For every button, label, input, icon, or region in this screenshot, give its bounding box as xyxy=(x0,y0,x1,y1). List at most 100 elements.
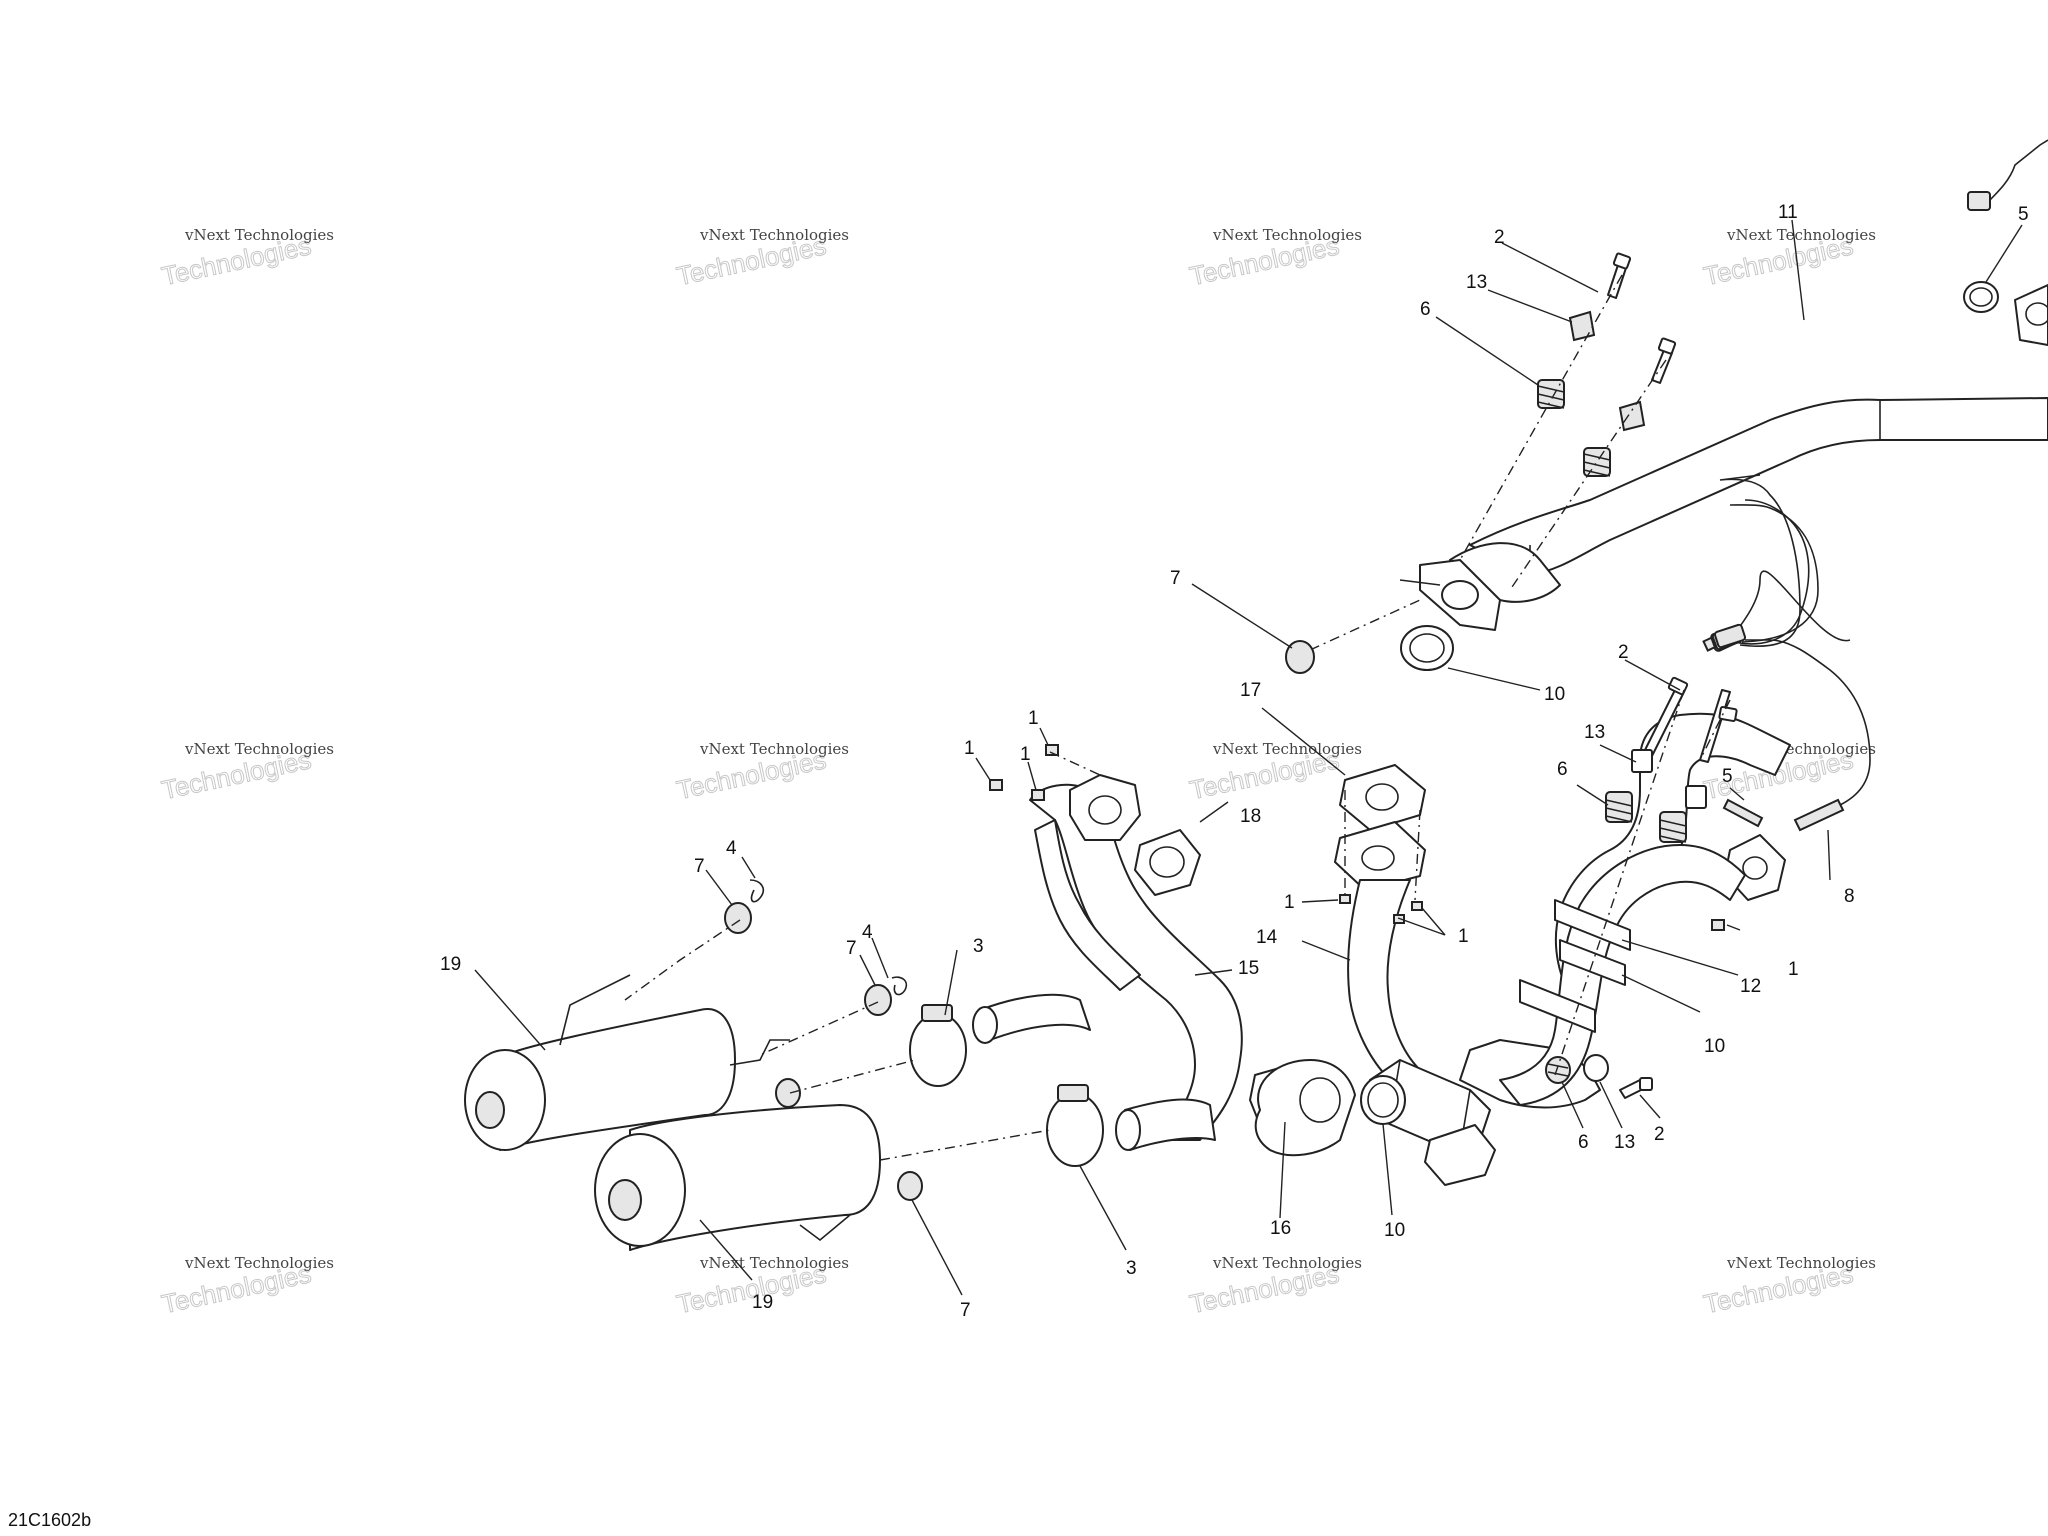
watermark-group: Technologies vNext Technologies Technolo… xyxy=(158,226,1876,1320)
spring-6-upper-b xyxy=(1583,447,1611,477)
leader-16 xyxy=(1279,1121,1286,1219)
watermark-r3c1: Technologies vNext Technologies xyxy=(158,1254,334,1320)
header-15-flange-port xyxy=(1088,795,1122,825)
watermark-r1c1: Technologies vNext Technologies xyxy=(158,226,334,292)
o2-sensor-wire-top xyxy=(1984,139,2048,206)
watermark-small-text: vNext Technologies xyxy=(184,1254,334,1272)
centerline-mid-a xyxy=(1554,689,1685,1076)
spring-6-upper-a xyxy=(1537,379,1565,409)
gasket-5-top-inner xyxy=(1969,287,1993,307)
centerline-upper-b xyxy=(1509,359,1667,591)
spring-6-mid-a xyxy=(1605,791,1633,823)
centerline-muffler-a xyxy=(624,919,741,1001)
callout-labels: 2 13 6 11 5 7 10 17 18 2 13 6 5 8 1 12 1… xyxy=(440,202,2029,1321)
spring-6-mid-b xyxy=(1659,811,1687,843)
pipe-16-bore xyxy=(1299,1077,1341,1123)
callout-6-mid: 6 xyxy=(1557,759,1568,780)
header-15-outlet-lower xyxy=(1124,1098,1216,1151)
pipe-14-flange-port xyxy=(1361,845,1395,871)
callout-3-lower: 3 xyxy=(1126,1258,1137,1279)
callout-18: 18 xyxy=(1240,806,1261,827)
header-15-outlet-upper-end xyxy=(972,1006,998,1044)
callout-12: 12 xyxy=(1740,976,1761,997)
callout-7-mid: 7 xyxy=(846,938,857,959)
leader-lines xyxy=(474,219,2023,1296)
o2-sensor-upper-wire xyxy=(1729,504,1819,643)
watermark-r3c3: Technologies vNext Technologies xyxy=(1186,1254,1362,1320)
header-12-flange-port xyxy=(1742,856,1768,880)
nut-1-header-c xyxy=(1045,744,1059,756)
callout-19-upper: 19 xyxy=(440,954,461,975)
leader-10-upper xyxy=(1447,667,1541,691)
leader-7-upper xyxy=(1191,583,1293,649)
callout-1-flange-b: 1 xyxy=(1458,926,1469,947)
leader-4-left xyxy=(741,856,756,879)
watermark-small-text: vNext Technologies xyxy=(1212,1254,1362,1272)
leader-11 xyxy=(1791,219,1805,321)
watermark-r2c2: Technologies vNext Technologies xyxy=(673,740,849,806)
pin-4-left xyxy=(749,879,765,903)
muffler-19-lower-bracket xyxy=(799,1214,851,1242)
callout-13-lower: 13 xyxy=(1614,1132,1635,1153)
leader-2-lower xyxy=(1639,1094,1661,1119)
stud-1-right xyxy=(1711,919,1725,931)
grommet-7-muffler xyxy=(775,1078,801,1108)
callout-15: 15 xyxy=(1238,958,1259,979)
pipe-14-flange xyxy=(1334,821,1426,891)
leader-1-header-c xyxy=(1039,727,1049,746)
callout-10-lower: 10 xyxy=(1384,1220,1405,1241)
callout-1-header-a: 1 xyxy=(964,738,975,759)
leader-1-header-a xyxy=(975,757,991,781)
bushing-13-upper-b xyxy=(1618,400,1646,432)
o2-sensor-8-wire xyxy=(1719,474,1801,647)
leader-5-mid xyxy=(1729,787,1745,801)
callout-6-upper: 6 xyxy=(1420,299,1431,320)
callout-14: 14 xyxy=(1256,927,1278,948)
muffler-19-lower-body xyxy=(629,1104,881,1251)
gasket-10-mid xyxy=(1554,899,1631,951)
gasket-10-mid-b xyxy=(1519,979,1596,1033)
pin-4-mid xyxy=(891,976,908,996)
sensor-boss-5 xyxy=(1722,798,1764,828)
leader-1-flange-b xyxy=(1397,917,1446,936)
bushing-13-mid-b xyxy=(1685,785,1707,809)
leader-6-mid xyxy=(1576,784,1609,806)
pipe-11-inlet-bend xyxy=(1449,542,1561,603)
watermark-r1c4: Technologies vNext Technologies xyxy=(1700,226,1876,292)
leader-12 xyxy=(1621,939,1739,976)
watermark-small-text: vNext Technologies xyxy=(1726,1254,1876,1272)
watermark-r3c4: Technologies vNext Technologies xyxy=(1700,1254,1876,1320)
watermark-r1c2: Technologies vNext Technologies xyxy=(673,226,849,292)
callout-2-lower: 2 xyxy=(1654,1124,1665,1145)
leader-3-lower xyxy=(1079,1165,1127,1251)
leader-10-lower xyxy=(1382,1123,1393,1216)
catalytic-converter xyxy=(1369,1059,1491,1151)
centerline-14-b xyxy=(1414,809,1421,901)
centerline-upper-a xyxy=(1459,274,1623,561)
callout-7-lower: 7 xyxy=(960,1300,971,1321)
callout-4-mid: 4 xyxy=(862,922,873,943)
callout-7-upper: 7 xyxy=(1170,568,1181,589)
watermark-r2c1: Technologies vNext Technologies xyxy=(158,740,334,806)
watermark-small-text: vNext Technologies xyxy=(1726,226,1876,244)
callout-1-right: 1 xyxy=(1788,959,1799,980)
o2-sensor-connector-top xyxy=(1967,191,1991,211)
leader-1-flange-c xyxy=(1421,907,1446,936)
leader-10-mid xyxy=(1621,974,1701,1013)
bushing-13-upper-a xyxy=(1568,310,1596,342)
nut-1-header-b xyxy=(1031,789,1045,801)
leader-5-top xyxy=(1985,224,2023,283)
leader-18 xyxy=(1199,801,1229,823)
stud-1-flange-b xyxy=(1411,901,1423,911)
upper-pipe-assembly xyxy=(1285,139,2048,674)
muffler-19-upper-tip xyxy=(475,1091,505,1129)
leader-6-lower xyxy=(1561,1081,1584,1129)
grommet-7-left xyxy=(724,902,752,934)
spring-6-lower xyxy=(1545,1056,1571,1084)
leader-2-mid xyxy=(1624,659,1681,691)
callout-1-header-b: 1 xyxy=(1020,744,1031,765)
centerline-muffler-b xyxy=(759,1001,879,1056)
callout-2-mid: 2 xyxy=(1618,642,1629,663)
centerline-muffler-c xyxy=(789,1059,916,1094)
o2-sensor-8-plug xyxy=(1713,623,1747,649)
